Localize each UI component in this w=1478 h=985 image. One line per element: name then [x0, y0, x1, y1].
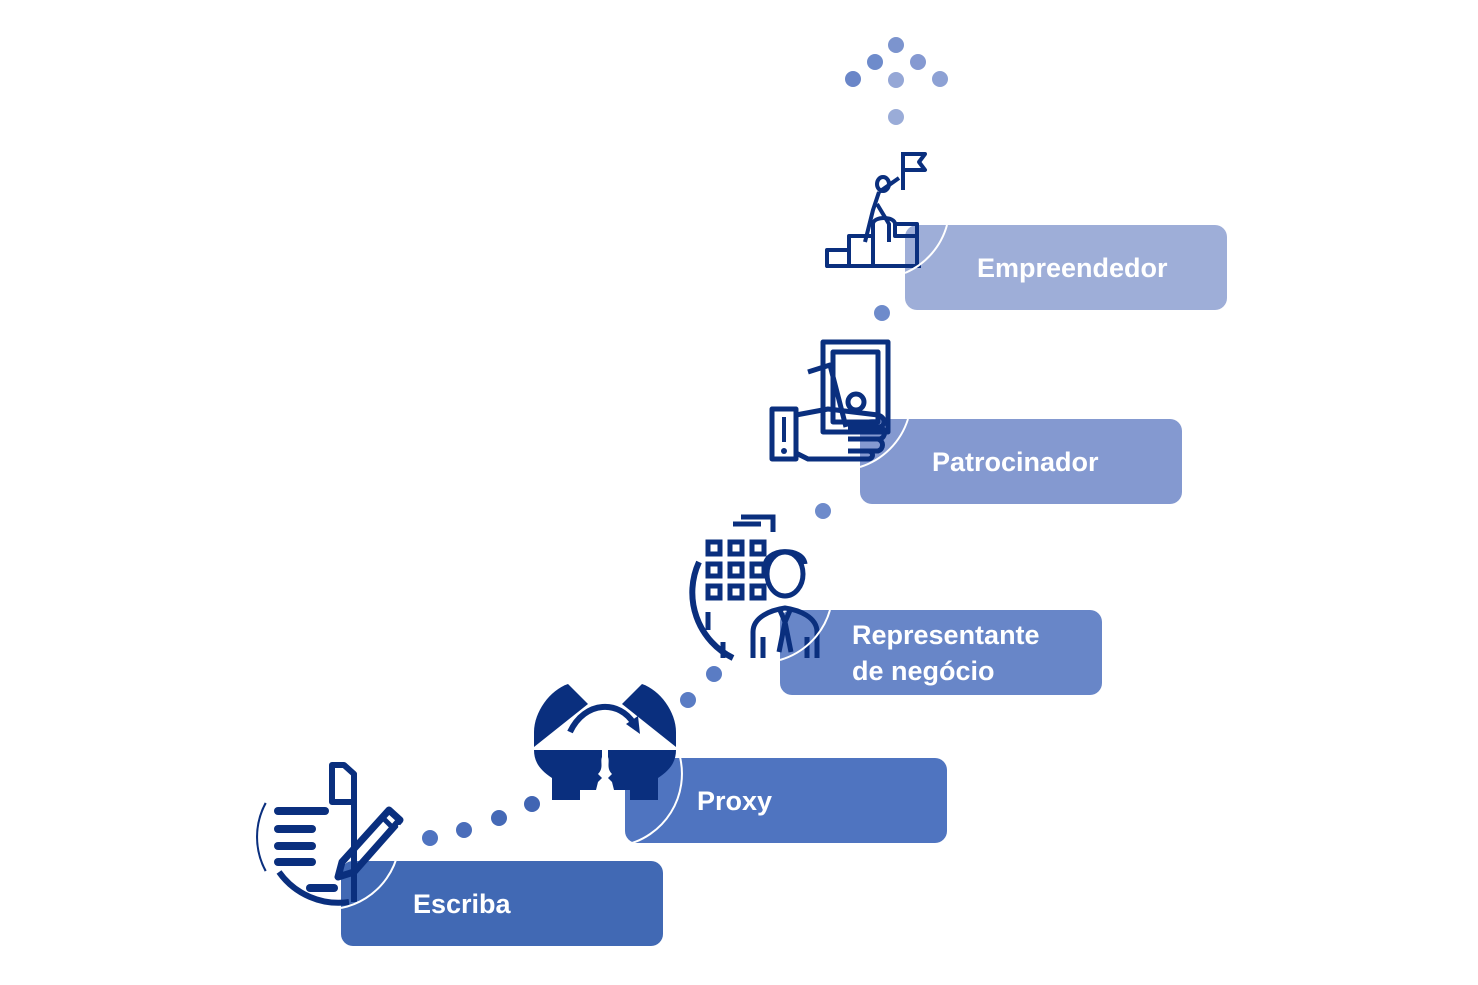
- dot: [422, 830, 438, 846]
- step-arc: [624, 756, 683, 846]
- step-box-escriba: Escriba: [341, 861, 663, 946]
- step-label-line-1: Representante: [852, 619, 1040, 650]
- step-box-patrocinador: Patrocinador: [860, 419, 1182, 504]
- step-label: Proxy: [697, 785, 773, 816]
- step-arc: [779, 609, 831, 661]
- dot: [932, 71, 948, 87]
- step-arc: [340, 824, 401, 909]
- climber-flag-icon: [825, 150, 935, 270]
- dot: [888, 37, 904, 53]
- dot: [910, 54, 926, 70]
- dot: [456, 822, 472, 838]
- hand-money-icon: [768, 337, 898, 467]
- businessman-building-icon: [689, 512, 843, 662]
- document-pencil-icon: [254, 762, 404, 912]
- step-arc: [904, 224, 948, 274]
- step-box-empreendedor: Empreendedor: [905, 225, 1227, 310]
- step-label: Representante de negócio: [852, 617, 1040, 689]
- dot: [888, 72, 904, 88]
- dot: [874, 305, 890, 321]
- dot: [524, 796, 540, 812]
- step-label: Empreendedor: [977, 252, 1168, 283]
- dot: [680, 692, 696, 708]
- dot: [888, 109, 904, 125]
- dot: [845, 71, 861, 87]
- two-heads-exchange-icon: [530, 682, 680, 802]
- dot: [867, 54, 883, 70]
- step-label-line-2: de negócio: [852, 655, 995, 686]
- step-box-proxy: Proxy: [625, 758, 947, 843]
- step-box-representante-de-negocio: Representante de negócio: [780, 610, 1102, 695]
- dot: [815, 503, 831, 519]
- step-label: Patrocinador: [932, 446, 1099, 477]
- step-arc: [859, 418, 909, 468]
- dot: [706, 666, 722, 682]
- step-label: Escriba: [413, 888, 511, 919]
- dot: [491, 810, 507, 826]
